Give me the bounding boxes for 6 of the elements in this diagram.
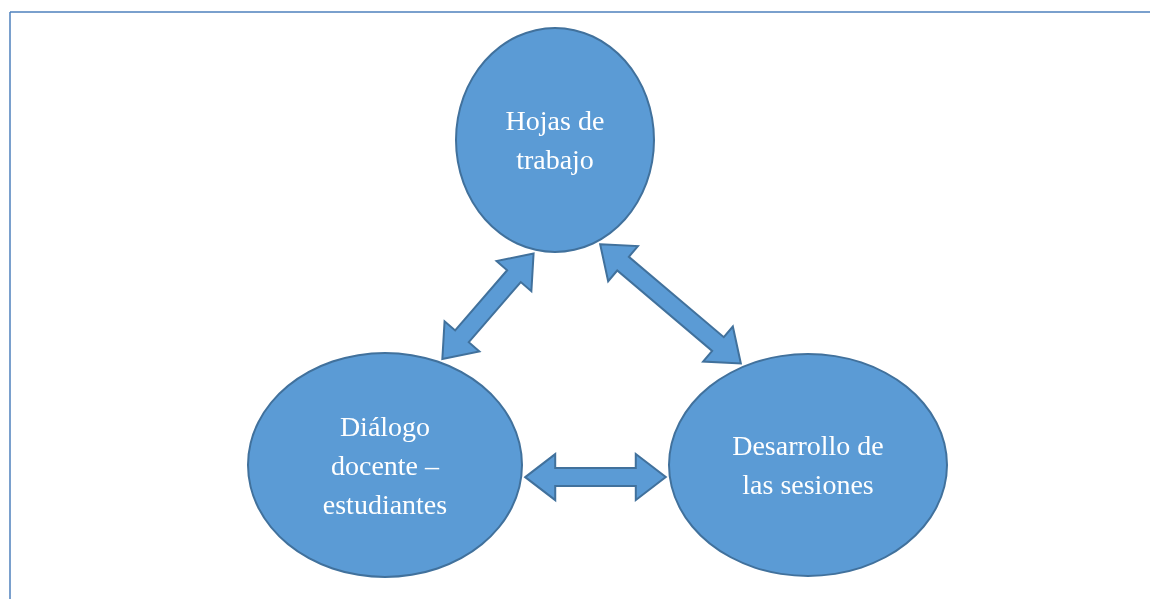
node-label: Desarrollo de las sesiones: [731, 429, 885, 502]
double-arrow: [441, 252, 535, 361]
double-arrow: [523, 452, 668, 503]
node-label: Diálogo docente – estudiantes: [321, 409, 449, 522]
double-arrow: [598, 243, 743, 365]
node-label: Hojas de trabajo: [504, 104, 606, 177]
